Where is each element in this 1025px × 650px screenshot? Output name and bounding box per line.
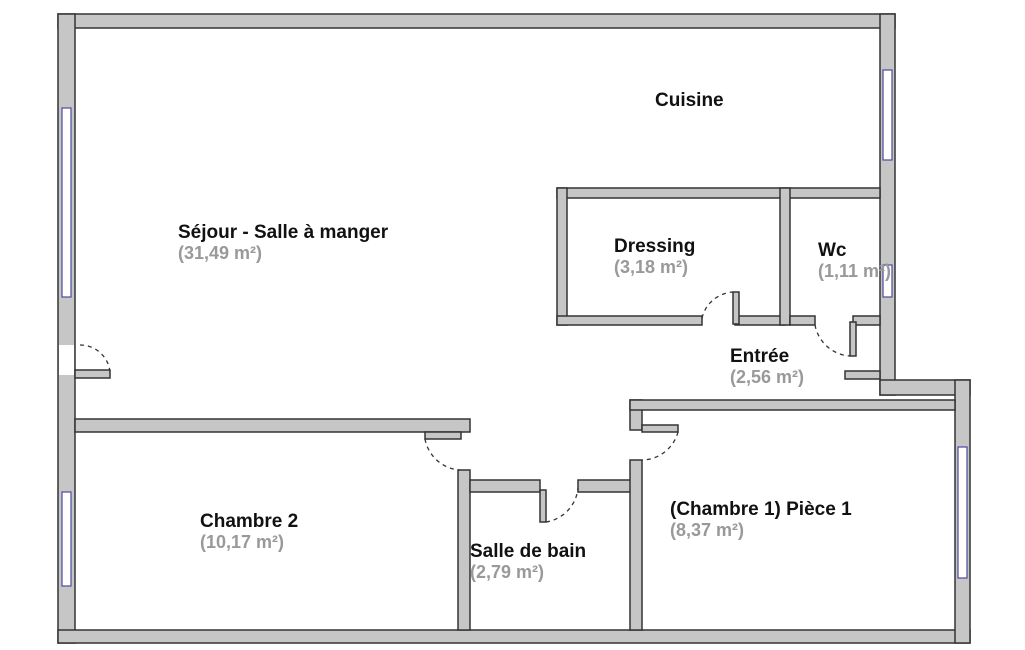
- room-area: (3,18 m²): [614, 257, 689, 277]
- room-area: (31,49 m²): [178, 243, 263, 263]
- room-name: (Chambre 1) Pièce 1: [670, 499, 852, 520]
- window: [957, 446, 968, 579]
- room-label: (Chambre 1) Pièce 1(8,37 m²): [670, 499, 852, 541]
- room-name: Entrée: [730, 346, 790, 367]
- room-label: Dressing(3,18 m²): [614, 236, 695, 278]
- room-area: (10,17 m²): [200, 532, 285, 552]
- room-name: Salle de bain: [470, 541, 587, 562]
- room-label: Cuisine: [655, 90, 724, 111]
- room-area: (2,79 m²): [470, 562, 545, 582]
- window: [882, 264, 893, 298]
- window: [882, 69, 893, 161]
- room-name: Chambre 2: [200, 511, 299, 532]
- room-label: Chambre 2(10,17 m²): [200, 511, 298, 553]
- room-label: Salle de bain(2,79 m²): [470, 541, 586, 583]
- room-area: (2,56 m²): [730, 367, 805, 387]
- room-name: Cuisine: [655, 90, 724, 111]
- room-area: (1,11 m²): [818, 261, 892, 281]
- room-label: Wc(1,11 m²): [818, 240, 891, 282]
- room-name: Dressing: [614, 236, 696, 257]
- room-name: Séjour - Salle à manger: [178, 222, 389, 243]
- room-area: (8,37 m²): [670, 520, 745, 540]
- room-name: Wc: [818, 240, 847, 261]
- room-label: Séjour - Salle à manger(31,49 m²): [178, 222, 388, 264]
- window: [61, 107, 72, 298]
- room-label: Entrée(2,56 m²): [730, 346, 804, 388]
- window: [61, 491, 72, 587]
